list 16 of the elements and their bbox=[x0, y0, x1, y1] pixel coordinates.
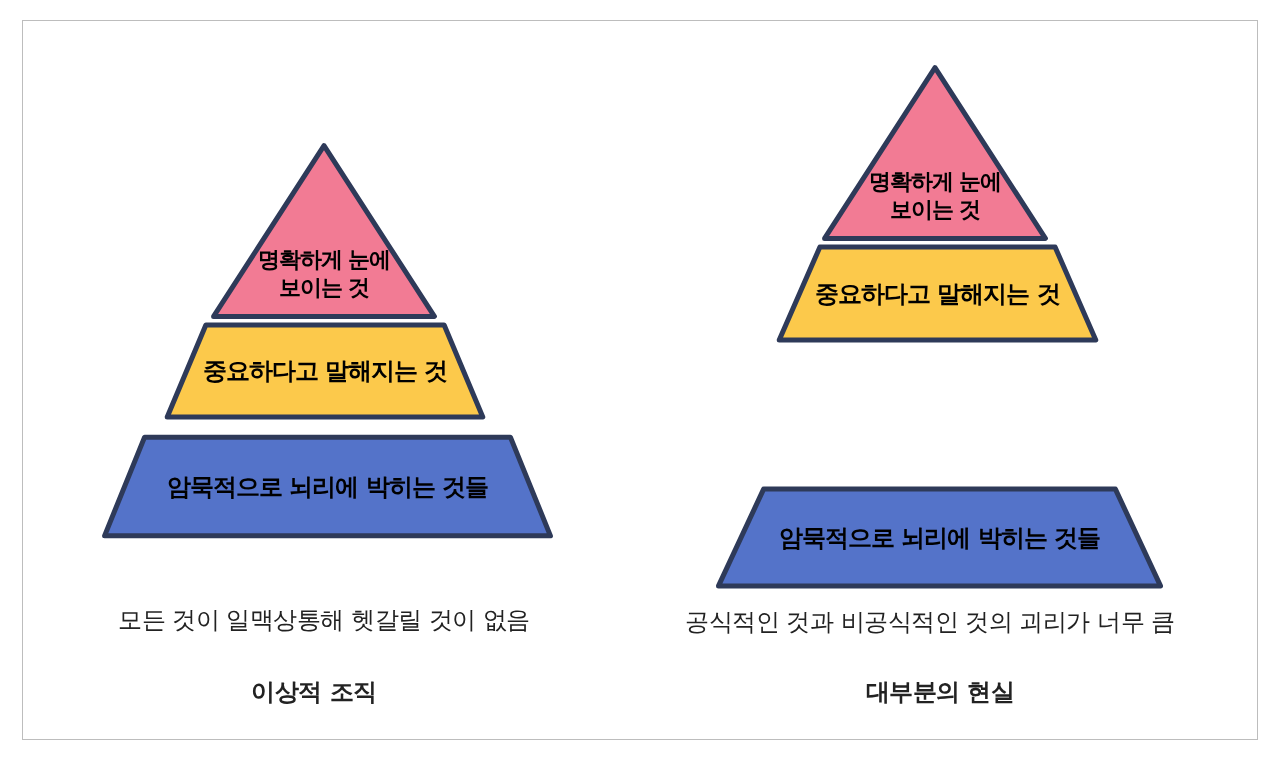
pyramid-title: 대부분의 현실 bbox=[865, 677, 1015, 708]
caption-text: 공식적인 것과 비공식적인 것의 괴리가 너무 큼 bbox=[685, 607, 1175, 638]
pyramid-title: 이상적 조직 bbox=[251, 677, 377, 708]
tier-label: 명확하게 눈에 보이는 것 bbox=[256, 246, 392, 302]
tier-label: 중요하다고 말해지는 것 bbox=[202, 357, 448, 385]
pyramid-tier-trapezoid bbox=[100, 434, 555, 539]
tier-label: 암묵적으로 뇌리에 박히는 것들 bbox=[166, 472, 489, 501]
tier-label: 명확하게 눈에 보이는 것 bbox=[867, 168, 1003, 224]
tier-label: 중요하다고 말해지는 것 bbox=[815, 279, 1060, 308]
pyramid-top-triangle bbox=[820, 64, 1050, 242]
pyramid-tier-trapezoid bbox=[776, 244, 1099, 343]
caption-text: 모든 것이 일맥상통해 헷갈릴 것이 없음 bbox=[118, 605, 530, 636]
pyramid-tier-trapezoid bbox=[714, 486, 1165, 589]
pyramid-top-triangle bbox=[209, 142, 439, 320]
pyramid-tier-trapezoid bbox=[164, 322, 486, 420]
tier-label: 암묵적으로 뇌리에 박히는 것들 bbox=[778, 523, 1101, 552]
